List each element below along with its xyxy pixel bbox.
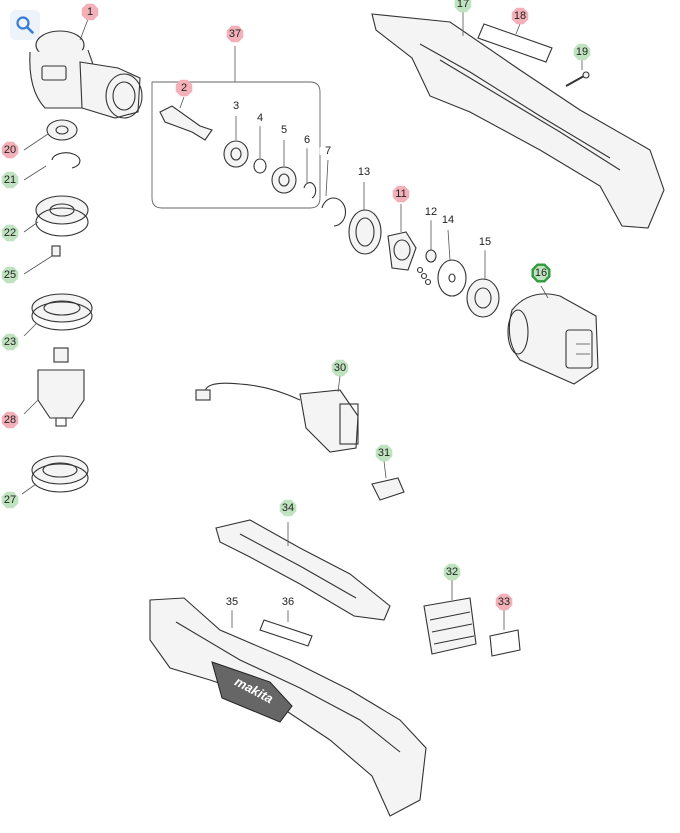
callout-3[interactable]: 3: [227, 97, 245, 115]
part-circlip-21: [23, 152, 81, 181]
callout-badge: [392, 185, 410, 203]
callout-badge: [1, 491, 19, 509]
callout-badge: [1, 333, 19, 351]
part-chuck-28: [23, 347, 85, 427]
callout-18[interactable]: 18: [511, 7, 529, 25]
callout-badge: [223, 593, 241, 611]
part-motor: [507, 285, 599, 385]
part-carrier-11: [387, 204, 417, 271]
callout-badge: [355, 163, 373, 181]
callout-badge: [279, 593, 297, 611]
part-washer-14: [437, 229, 467, 297]
part-ring-4: [253, 126, 267, 174]
callout-badge: [1, 266, 19, 284]
part-bearing-5: [271, 140, 297, 194]
callout-7[interactable]: 7: [319, 142, 337, 160]
part-planet-balls: [416, 266, 432, 286]
callout-badge: [422, 203, 440, 221]
callout-badge: [298, 131, 316, 149]
part-housing-lower: makita: [149, 597, 427, 817]
callout-31[interactable]: 31: [375, 444, 393, 462]
callout-badge: [476, 233, 494, 251]
callout-20[interactable]: 20: [1, 141, 19, 159]
callout-badge: [1, 224, 19, 242]
callout-14[interactable]: 14: [439, 211, 457, 229]
part-label-36: [259, 610, 313, 647]
callout-badge: [275, 121, 293, 139]
callout-badge: [1, 141, 19, 159]
callout-33[interactable]: 33: [495, 593, 513, 611]
callout-37[interactable]: 37: [226, 25, 244, 43]
part-rail-34: [215, 519, 391, 621]
callout-34[interactable]: 34: [279, 499, 297, 517]
callout-badge: [175, 79, 193, 97]
callout-badge: [226, 25, 244, 43]
callout-5[interactable]: 5: [275, 121, 293, 139]
callout-13[interactable]: 13: [355, 163, 373, 181]
zoom-button[interactable]: [10, 10, 40, 40]
magnifier-icon: [16, 16, 34, 34]
part-circuit-32: [423, 580, 477, 655]
part-ring-23: [23, 293, 93, 337]
callout-1[interactable]: 1: [81, 3, 99, 21]
callout-2[interactable]: 2: [175, 79, 193, 97]
part-washer-12: [425, 220, 437, 263]
part-label-18: [477, 23, 553, 63]
callout-12[interactable]: 12: [422, 203, 440, 221]
callout-23[interactable]: 23: [1, 333, 19, 351]
part-angle-head: [29, 13, 143, 119]
part-spindle-shaft: [159, 96, 213, 141]
callout-badge: [81, 3, 99, 21]
callout-16[interactable]: 16: [531, 263, 551, 283]
callout-badge: [1, 411, 19, 429]
callout-4[interactable]: 4: [251, 109, 269, 127]
callout-6[interactable]: 6: [298, 131, 316, 149]
part-label-33: [489, 610, 521, 657]
part-bearing-3: [223, 116, 249, 168]
callout-badge: [375, 444, 393, 462]
callout-badge: [279, 499, 297, 517]
callout-badge: [573, 43, 591, 61]
part-bearing-20: [23, 119, 78, 151]
callout-15[interactable]: 15: [476, 233, 494, 251]
callout-badge: [443, 563, 461, 581]
part-ring-gear-13: [348, 182, 382, 255]
callout-32[interactable]: 32: [443, 563, 461, 581]
callout-22[interactable]: 22: [1, 224, 19, 242]
part-ring-15: [466, 250, 500, 318]
part-housing-upper: [371, 12, 665, 229]
callout-28[interactable]: 28: [1, 411, 19, 429]
callout-badge: [1, 171, 19, 189]
callout-badge: [227, 97, 245, 115]
callout-badge: [251, 109, 269, 127]
callout-badge: [319, 142, 337, 160]
part-screw-19: [565, 60, 590, 87]
part-switch-30: [195, 375, 359, 453]
callout-badge: [439, 211, 457, 229]
part-retaining-ring-7: [321, 159, 347, 227]
callout-11[interactable]: 11: [392, 185, 410, 203]
callout-badge: [454, 0, 472, 13]
callout-19[interactable]: 19: [573, 43, 591, 61]
callout-25[interactable]: 25: [1, 266, 19, 284]
part-snap-ring-6: [303, 148, 317, 199]
callout-badge: [531, 263, 551, 283]
part-button-31: [371, 460, 405, 501]
callout-badge: [495, 593, 513, 611]
callout-30[interactable]: 30: [331, 359, 349, 377]
part-key-25: [23, 245, 61, 275]
brand-plate: makita: [211, 661, 293, 723]
callout-35[interactable]: 35: [223, 593, 241, 611]
callout-27[interactable]: 27: [1, 491, 19, 509]
callout-17[interactable]: 17: [454, 0, 472, 13]
callout-36[interactable]: 36: [279, 593, 297, 611]
group-bracket-37: [151, 46, 321, 209]
part-bevel-gear-22: [23, 195, 89, 237]
callout-badge: [331, 359, 349, 377]
part-ring-27: [21, 455, 89, 495]
callout-badge: [511, 7, 529, 25]
callout-21[interactable]: 21: [1, 171, 19, 189]
